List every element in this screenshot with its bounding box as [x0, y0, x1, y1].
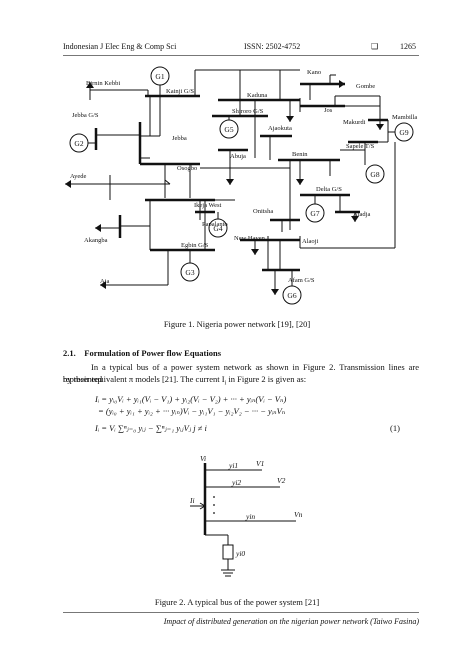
label-makurdi: Makurdi — [343, 119, 366, 126]
label-kaduna: Kaduna — [247, 92, 267, 99]
label-ajaokuta: Ajaokuta — [268, 125, 292, 132]
label-v2: V2 — [277, 476, 286, 485]
journal-name: Indonesian J Elec Eng & Comp Sci — [63, 42, 177, 51]
g3-label: G3 — [185, 268, 194, 277]
label-onitsha: Onitsha — [253, 208, 273, 215]
label-gombe: Gombe — [356, 83, 375, 90]
label-birnin-kebbi: Birnin Kebbi — [86, 80, 120, 87]
issn: ISSN: 2502-4752 — [244, 42, 301, 51]
figure1-caption: Figure 1. Nigeria power network [19], [2… — [163, 319, 311, 329]
label-mambilla: Mambilla — [392, 114, 417, 121]
label-ayede: Ayede — [70, 173, 86, 180]
label-papalanto: Papalanto — [202, 221, 228, 228]
g5-label: G5 — [224, 125, 233, 134]
g7-label: G7 — [310, 209, 319, 218]
label-benin: Benin — [292, 151, 308, 158]
label-akangba: Akangba — [84, 237, 108, 244]
section-number: 2.1. — [63, 348, 76, 358]
equation-line-2: = (yᵢ₀ + yᵢ₁ + yᵢ₂ + ··· yᵢₙ)Vᵢ − yᵢ₁V₁ … — [98, 406, 286, 416]
label-delta: Delta G/S — [316, 186, 342, 193]
label-vi: Vi — [200, 454, 206, 463]
label-yi1: yi1 — [228, 461, 238, 470]
label-shiroro: Shiroro G/S — [232, 108, 264, 115]
label-aladja: Aladja — [353, 211, 370, 218]
g6-label: G6 — [287, 291, 296, 300]
label-new-haven: New Haven — [234, 235, 266, 242]
figure2-caption: Figure 2. A typical bus of the power sys… — [154, 597, 320, 607]
label-jebba: Jebba — [172, 135, 187, 142]
label-yin: yin — [245, 512, 255, 521]
footer-rule — [63, 612, 419, 613]
label-osogbo: Osogbo — [177, 165, 197, 172]
page-number: 1265 — [400, 42, 416, 51]
paragraph-1: In a typical bus of a power system netwo… — [63, 362, 419, 384]
label-kainji: Kainji G/S — [166, 88, 194, 95]
paragraph-2: by their equivalent π models [21]. The c… — [63, 374, 307, 387]
label-yi0: yi0 — [235, 549, 245, 558]
equation-number: (1) — [390, 423, 400, 433]
g1-label: G1 — [155, 72, 164, 81]
g9-label: G9 — [399, 128, 408, 137]
label-abuja: Abuja — [230, 153, 246, 160]
label-egbin: Egbin G/S — [181, 242, 209, 249]
equation-line-1: Iᵢ = yᵢ₀Vᵢ + yᵢ₁(Vᵢ − V₁) + yᵢ₂(Vᵢ − V₂)… — [95, 394, 287, 404]
square-icon: ❑ — [371, 42, 379, 51]
equation-line-3: Iᵢ = Vᵢ ∑ⁿⱼ₌₀ yᵢⱼ − ∑ⁿⱼ₌₁ yᵢⱼVⱼ j ≠ i — [95, 423, 207, 433]
label-ii: Ii — [189, 496, 195, 505]
label-kano: Kano — [307, 69, 321, 76]
typical-bus-diagram — [190, 463, 296, 577]
label-alaoji: Alaoji — [302, 238, 318, 245]
label-aja: Aja — [100, 278, 110, 285]
g8-label: G8 — [370, 170, 379, 179]
label-afam: Afam G/S — [288, 277, 315, 284]
label-jos: Jos — [324, 107, 333, 114]
label-vn: Vn — [294, 510, 303, 519]
g4-label: G4 — [213, 224, 222, 233]
header-rule — [63, 55, 419, 56]
section-title: Formulation of Power flow Equations — [84, 348, 222, 358]
label-sapele: Sapele T/S — [346, 143, 375, 150]
label-ikeja: Ikeja West — [194, 202, 222, 209]
label-jebba-gs: Jebba G/S — [72, 112, 99, 119]
g2-label: G2 — [74, 139, 83, 148]
section-heading: 2.1. Formulation of Power flow Equations — [63, 348, 221, 358]
footer-text: Impact of distributed generation on the … — [163, 617, 419, 626]
label-yi2: yi2 — [231, 478, 241, 487]
label-v1: V1 — [256, 459, 264, 468]
